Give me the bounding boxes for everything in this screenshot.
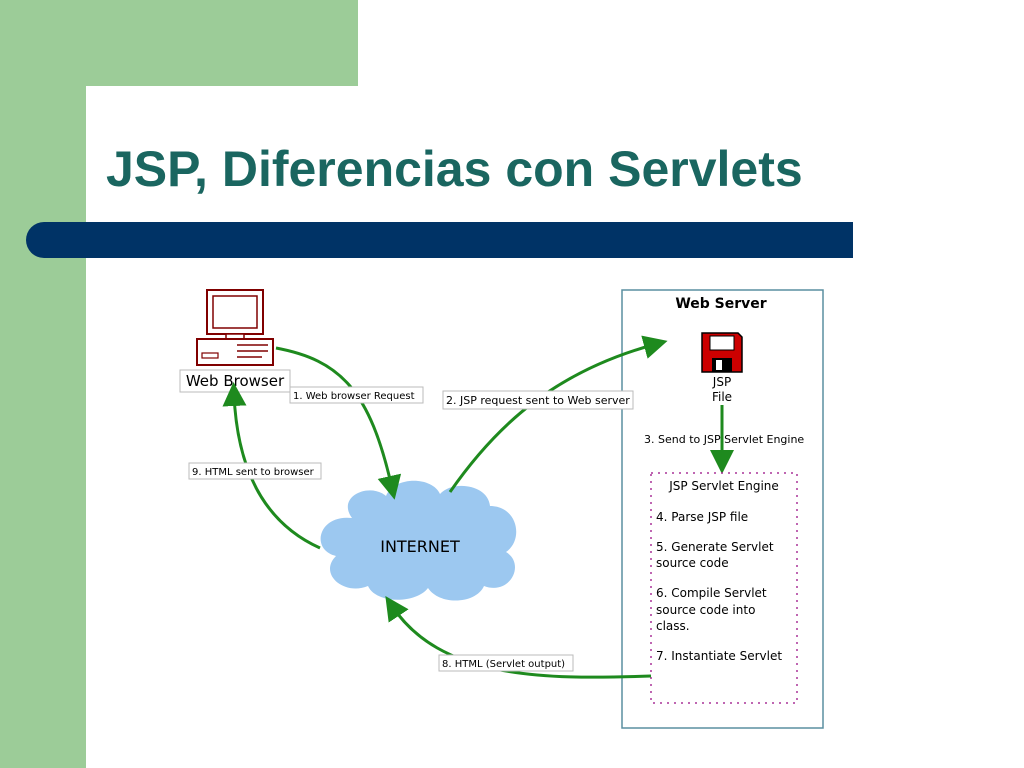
background-green-left <box>0 0 86 768</box>
jsp-file-label-line2: File <box>712 390 732 404</box>
floppy-disk-icon <box>701 332 743 373</box>
title-underline-bar <box>26 222 853 258</box>
content-panel <box>86 86 1024 768</box>
arrow-step-9 <box>222 382 321 550</box>
web-browser-label: Web Browser <box>186 372 285 390</box>
step-6-label-line3: class. <box>656 619 690 633</box>
internet-label: INTERNET <box>380 537 460 556</box>
arrow-step-1 <box>275 346 402 500</box>
web-server-title: Web Server <box>675 296 766 312</box>
step-5-label-line1: 5. Generate Servlet <box>656 540 774 554</box>
step-9-label: 9. HTML sent to browser <box>192 467 315 478</box>
servlet-engine-title: JSP Servlet Engine <box>668 479 779 493</box>
computer-icon <box>196 289 274 366</box>
internet-cloud-icon <box>320 480 517 601</box>
step-6-label-line2: source code into <box>656 603 755 617</box>
background-green-top <box>0 0 358 86</box>
step-4-label: 4. Parse JSP file <box>656 510 748 524</box>
jsp-file-label-line1: JSP <box>712 375 731 389</box>
step-2-label: 2. JSP request sent to Web server <box>446 394 630 407</box>
step-7-label: 7. Instantiate Servlet <box>656 649 782 663</box>
step-1-label: 1. Web browser Request <box>293 391 415 402</box>
step-6-label-line1: 6. Compile Servlet <box>656 586 767 600</box>
step-5-label-line2: source code <box>656 556 729 570</box>
servlet-engine-box <box>650 472 798 704</box>
step-3-label: 3. Send to JSP Servlet Engine <box>644 433 804 446</box>
step-8-label: 8. HTML (Servlet output) <box>442 659 565 670</box>
slide-title: JSP, Diferencias con Servlets <box>106 141 803 197</box>
